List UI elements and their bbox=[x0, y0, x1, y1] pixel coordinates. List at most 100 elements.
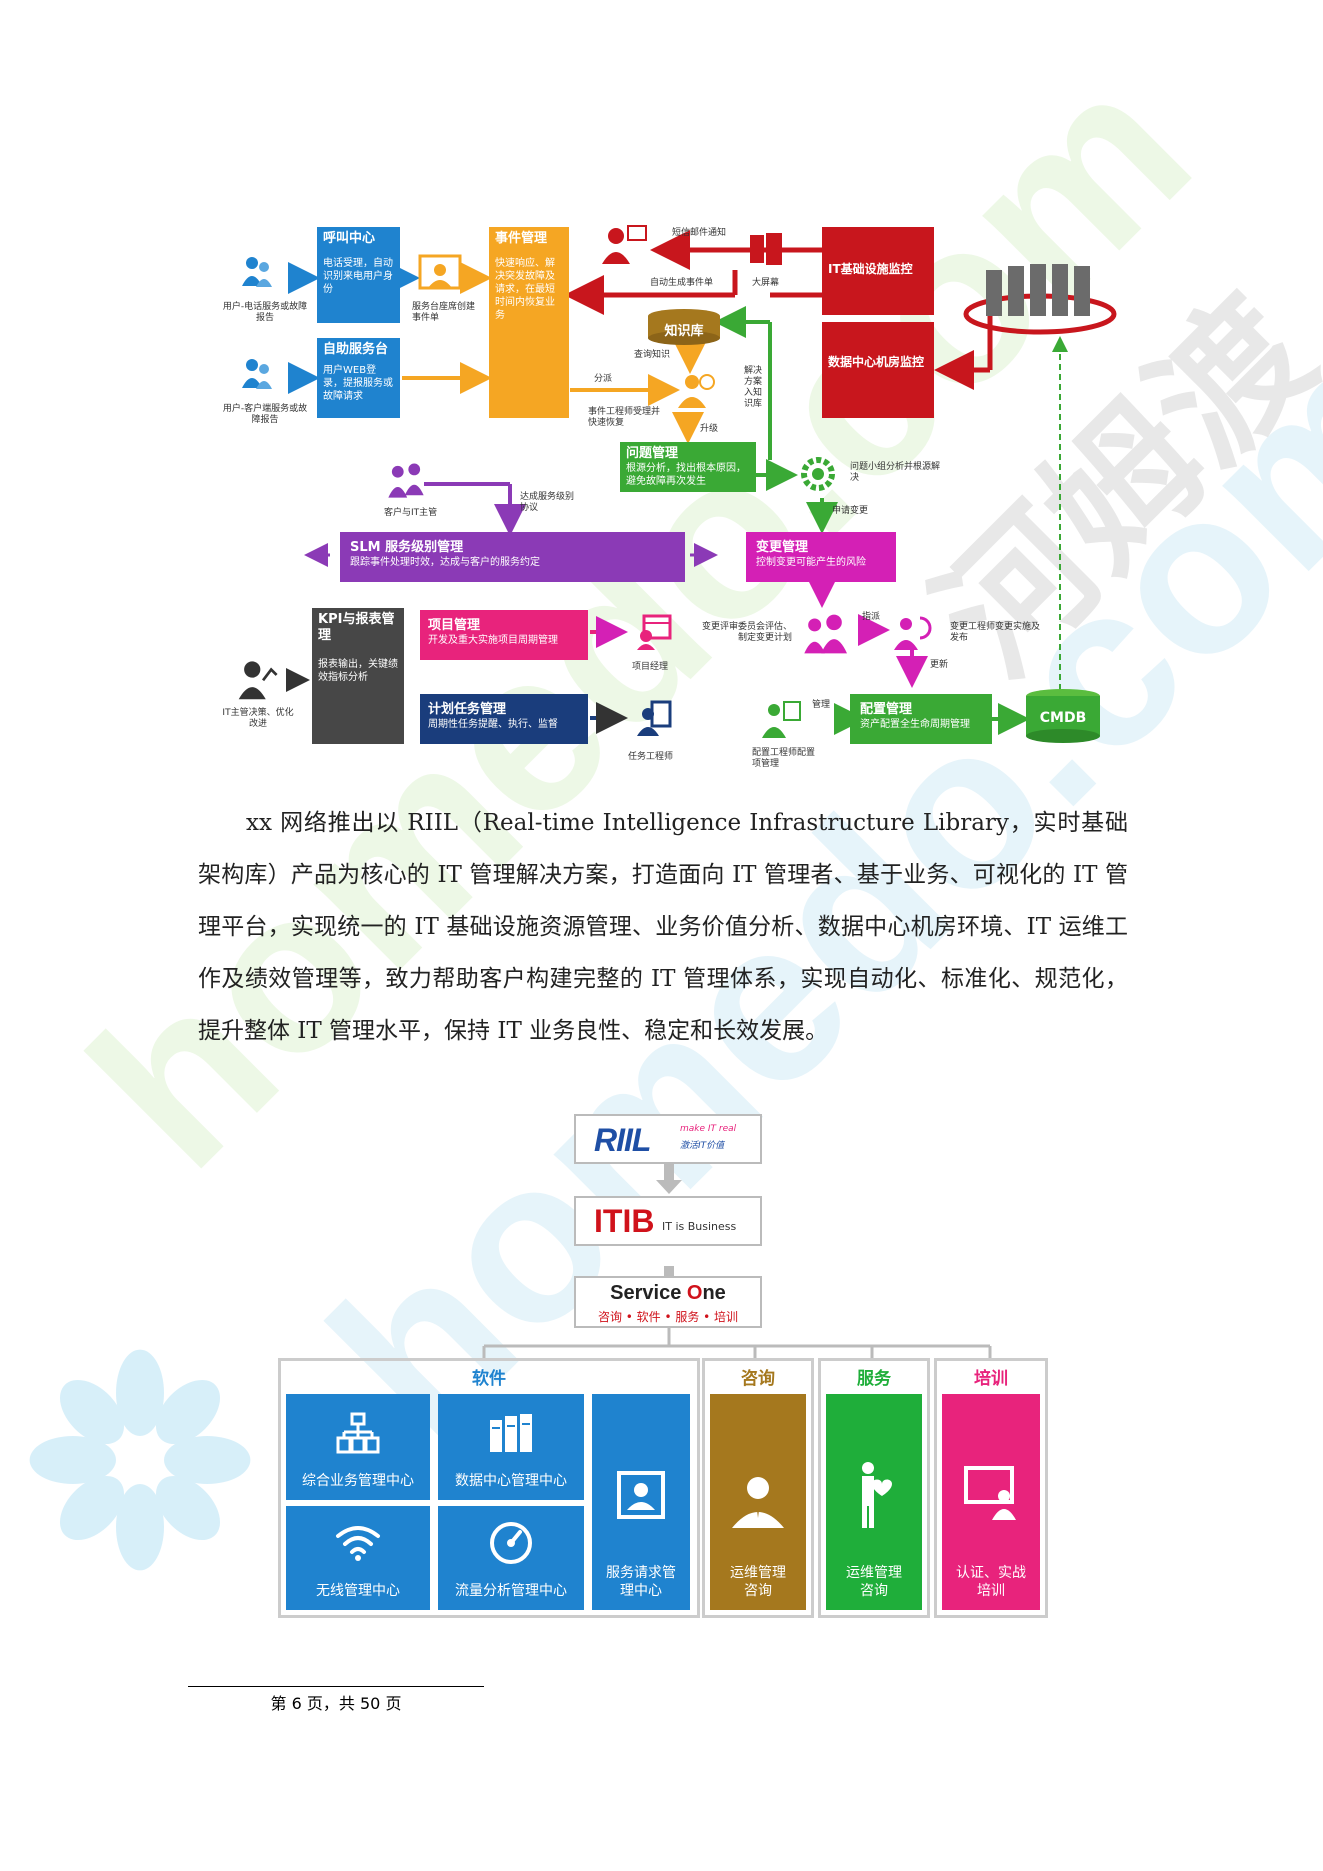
config-desc: 资产配置全生命周期管理 bbox=[860, 719, 970, 730]
consult-tile: 运维管理咨询 bbox=[710, 1394, 806, 1610]
presentation-icon bbox=[964, 1466, 1016, 1520]
plan-desc: 周期性任务提醒、执行、监督 bbox=[428, 719, 558, 730]
cab-icon bbox=[804, 614, 847, 654]
change-engineer-icon bbox=[894, 616, 932, 650]
flower-logo-icon bbox=[29, 1349, 251, 1571]
dc-monitor-box: 数据中心机房监控 bbox=[822, 322, 934, 418]
apply-change-label: 申请变更 bbox=[832, 506, 869, 516]
dc-monitor-title: 数据中心机房监控 bbox=[828, 355, 925, 369]
consultant-icon bbox=[732, 1477, 784, 1528]
dispatch-label: 分派 bbox=[594, 374, 613, 384]
tile-label: 认证、实战培训 bbox=[956, 1565, 1026, 1599]
customer-it-label: 客户与IT主管 bbox=[384, 508, 438, 518]
config-engineer-icon bbox=[762, 701, 801, 738]
change-box: 变更管理 控制变更可能产生的风险 bbox=[746, 532, 896, 582]
tile-label: 运维管理咨询 bbox=[730, 1565, 786, 1599]
incident-desc: 快速响应、解决突发故障及请求，在最短时间内恢复业务 bbox=[495, 258, 555, 321]
users-icon bbox=[242, 359, 272, 389]
kpi-title: KPI与报表管理 bbox=[318, 612, 395, 643]
kpi-desc: 报表输出，关键绩效指标分析 bbox=[318, 659, 398, 683]
user-phone-label: 用户-电话服务或故障报告 bbox=[222, 302, 308, 323]
server-icon bbox=[490, 1414, 532, 1452]
plan-title: 计划任务管理 bbox=[428, 702, 507, 717]
sla-agree-label: 达成服务级别协议 bbox=[520, 492, 575, 513]
users-icon bbox=[242, 257, 272, 287]
change-desc: 控制变更可能产生的风险 bbox=[756, 557, 866, 568]
solution-in-label: 解决方案入知识库 bbox=[744, 366, 763, 409]
service-title: 服务 bbox=[857, 1369, 891, 1389]
person-heart-icon bbox=[862, 1462, 892, 1528]
service-request-tile: 服务请求管理中心 bbox=[592, 1394, 690, 1610]
org-chart-icon bbox=[336, 1412, 380, 1454]
self-service-desc: 用户WEB登录，提报服务或故障请求 bbox=[323, 365, 393, 402]
user-client-label: 用户-客户端服务或故障报告 bbox=[222, 404, 308, 425]
auto-ticket-label: 自动生成事件单 bbox=[650, 278, 714, 288]
total-pages: 50 bbox=[360, 1694, 381, 1713]
server-rack-icon bbox=[963, 264, 1117, 335]
project-box: 项目管理 开发及重大实施项目周期管理 bbox=[420, 610, 588, 660]
tile-label: 数据中心管理中心 bbox=[455, 1473, 567, 1489]
incident-title: 事件管理 bbox=[495, 231, 548, 246]
diagram-arrows bbox=[286, 230, 1068, 735]
service-desk-label: 服务台座席创建事件单 bbox=[412, 302, 476, 323]
page-footer: 第 6 页，共 50 页 bbox=[270, 1694, 402, 1713]
service-tile: 运维管理咨询 bbox=[826, 1394, 922, 1610]
problem-box: 问题管理 根源分析，找出根本原因，避免故障再次发生 bbox=[620, 442, 756, 492]
query-knowledge-label: 查询知识 bbox=[634, 350, 671, 360]
cab-label: 变更评审委员会评估、制定变更计划 bbox=[701, 622, 792, 643]
software-frame bbox=[278, 1358, 700, 1618]
upgrade-label: 升级 bbox=[700, 424, 719, 434]
config-title: 配置管理 bbox=[860, 702, 913, 717]
riil-logo-box: RIIL make IT real 激活IT价值 bbox=[574, 1114, 762, 1164]
slm-title: SLM 服务级别管理 bbox=[350, 540, 464, 555]
knowledge-base-title: 知识库 bbox=[664, 324, 704, 339]
project-manager-icon bbox=[637, 614, 672, 650]
service-frame bbox=[818, 1358, 930, 1618]
datacenter-mgmt-tile: 数据中心管理中心 bbox=[438, 1394, 584, 1500]
tile-label: 无线管理中心 bbox=[316, 1583, 400, 1599]
project-title: 项目管理 bbox=[428, 618, 481, 633]
cmdb-icon bbox=[1026, 689, 1100, 743]
itib-sub: IT is Business bbox=[662, 1220, 737, 1233]
problem-team-icon bbox=[801, 457, 835, 491]
business-mgmt-tile: 综合业务管理中心 bbox=[286, 1394, 430, 1500]
task-engineer-label: 任务工程师 bbox=[628, 752, 674, 762]
incident-box: 事件管理 快速响应、解决突发故障及请求，在最短时间内恢复业务 bbox=[489, 227, 569, 418]
training-frame bbox=[934, 1358, 1048, 1618]
page-number: 6 bbox=[291, 1694, 302, 1713]
task-engineer-icon bbox=[637, 700, 672, 736]
problem-team-label: 问题小组分析并根源解决 bbox=[850, 462, 941, 483]
config-box: 配置管理 资产配置全生命周期管理 bbox=[850, 694, 992, 744]
update-label: 更新 bbox=[930, 660, 949, 670]
sms-label: 短信邮件通知 bbox=[672, 228, 727, 238]
infra-monitor-title: IT基础设施监控 bbox=[828, 262, 913, 276]
body-paragraph: xx 网络推出以 RIIL（Real-time Intelligence Inf… bbox=[198, 797, 1128, 1057]
big-screen-label: 大屏幕 bbox=[752, 278, 780, 288]
training-tile: 认证、实战培训 bbox=[942, 1394, 1040, 1610]
it-manager-label: IT主管决策、优化改进 bbox=[222, 708, 294, 729]
self-service-title: 自助服务台 bbox=[323, 342, 389, 357]
riil-slogan: make IT real bbox=[680, 1124, 737, 1134]
call-center-title: 呼叫中心 bbox=[323, 231, 376, 246]
it-manager-icon bbox=[238, 661, 278, 700]
traffic-mgmt-tile: 流量分析管理中心 bbox=[438, 1506, 584, 1610]
infra-monitor-box: IT基础设施监控 bbox=[822, 227, 934, 315]
architecture-connectors bbox=[482, 1164, 992, 1358]
training-title: 培训 bbox=[974, 1369, 1008, 1389]
software-title: 软件 bbox=[472, 1369, 506, 1389]
assign-label: 指派 bbox=[862, 612, 881, 622]
tile-label: 服务请求管理中心 bbox=[606, 1565, 676, 1599]
sms-notify-icon bbox=[602, 225, 647, 264]
problem-title: 问题管理 bbox=[626, 446, 679, 461]
change-title: 变更管理 bbox=[756, 540, 809, 555]
call-center-desc: 电话受理，自动识别来电用户身份 bbox=[323, 258, 393, 295]
slm-box: SLM 服务级别管理 跟踪事件处理时效，达成与客户的服务约定 bbox=[340, 532, 685, 582]
service-one-sub: 咨询 • 软件 • 服务 • 培训 bbox=[597, 1310, 739, 1324]
kpi-box: KPI与报表管理 报表输出，关键绩效指标分析 bbox=[312, 608, 404, 744]
paragraph-text: xx 网络推出以 RIIL（Real-time Intelligence Inf… bbox=[198, 810, 1128, 1044]
engineer-label: 事件工程师受理并快速恢复 bbox=[588, 407, 661, 428]
tile-label: 流量分析管理中心 bbox=[455, 1583, 567, 1599]
itib-logo-box: ITIB IT is Business bbox=[574, 1196, 762, 1246]
riil-slogan-cn: 激活IT价值 bbox=[680, 1141, 725, 1151]
engineer-icon bbox=[678, 374, 715, 408]
